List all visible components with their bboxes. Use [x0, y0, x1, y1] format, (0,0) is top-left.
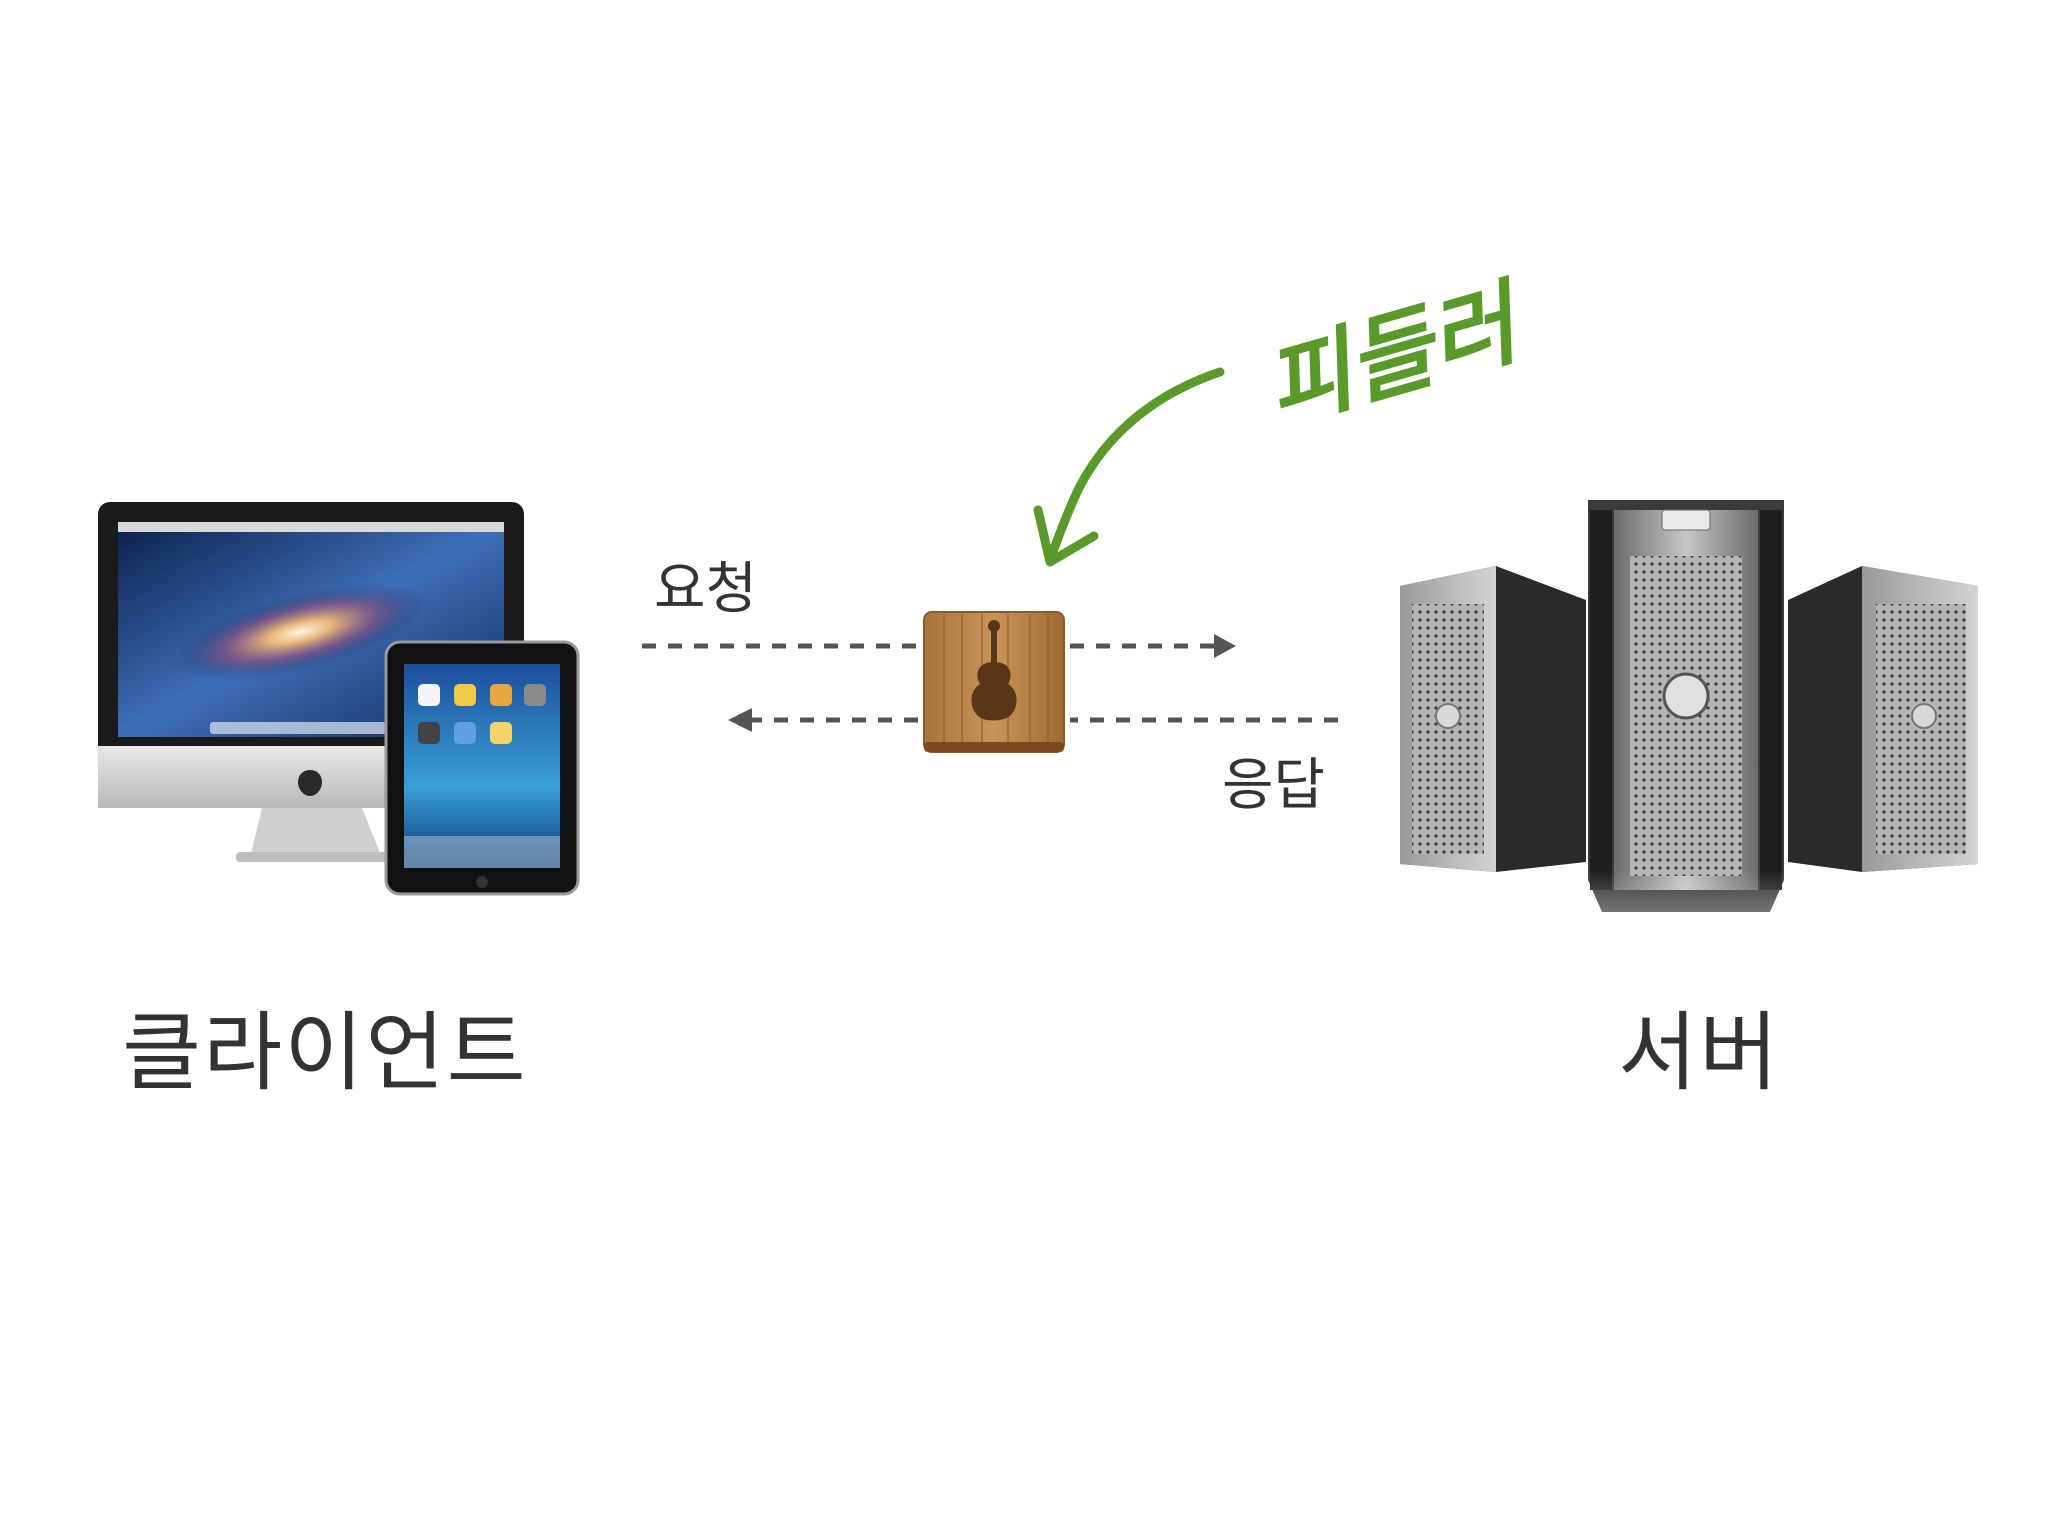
- ipad-icon: [384, 640, 580, 896]
- response-arrow: [728, 708, 1338, 732]
- violin-icon: [923, 611, 1065, 753]
- annotation-arrow: [1033, 367, 1225, 567]
- server-label: 서버: [1618, 1003, 1781, 1103]
- response-label: 응답: [1222, 753, 1326, 818]
- request-arrow: [642, 634, 1236, 658]
- client-label: 클라이언트: [122, 1003, 528, 1103]
- request-label: 요청: [654, 557, 758, 622]
- server-icon: [1400, 500, 1978, 912]
